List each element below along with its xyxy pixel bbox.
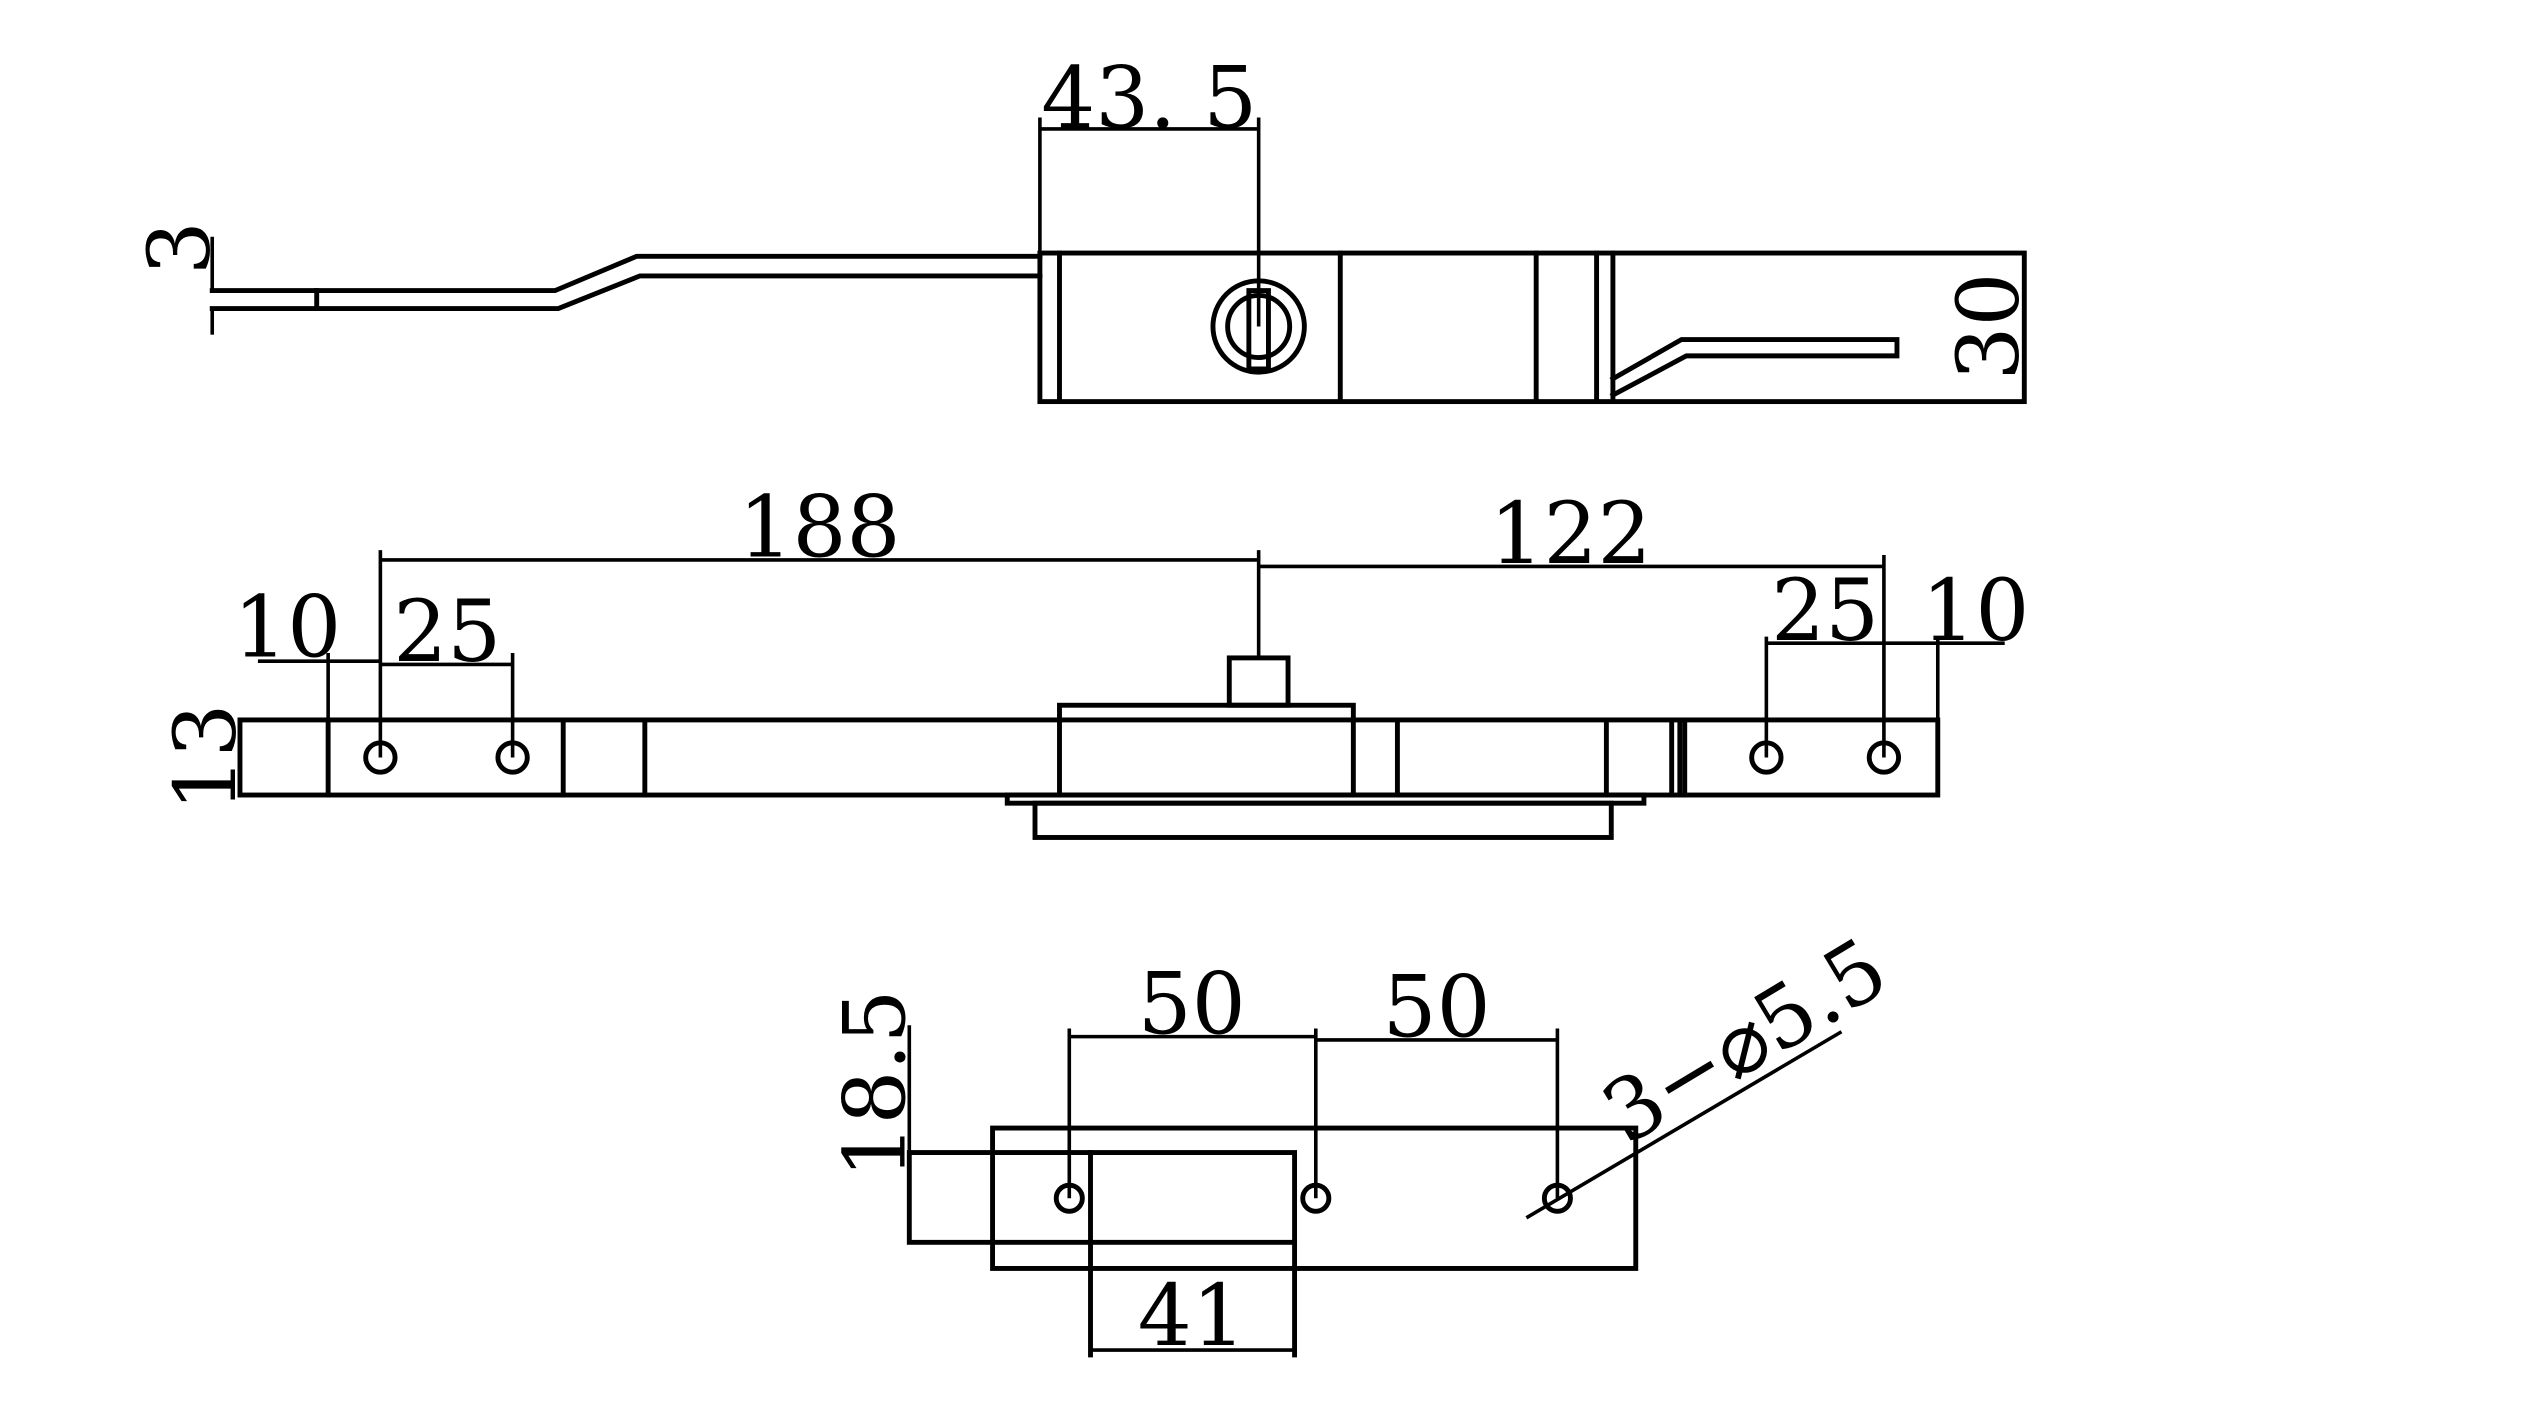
dim-18-5: 18.5 [826,989,925,1178]
side-view: 188 122 10 25 13 25 10 [157,479,2029,840]
dim-30: 30 [1940,272,2039,380]
dim-25-left: 25 [393,583,501,682]
dim-41: 41 [1138,1267,1246,1366]
dim-43-5: 43. 5 [1041,49,1257,148]
dim-122: 122 [1489,485,1651,584]
dim-50-left: 50 [1138,955,1246,1054]
top-tongue [1609,337,1900,399]
dim-holes: 3−⌀5.5 [1586,919,1904,1164]
dim-10-left: 10 [233,578,341,677]
side-lock-cylinder [1226,655,1291,708]
dim-3: 3 [131,221,230,275]
top-housing [1037,250,2027,405]
dim-13: 13 [157,703,256,811]
bottom-view: 50 50 18.5 41 3−⌀5.5 [826,919,1904,1366]
top-rod-lower-edge [209,273,1043,311]
bottom-slot [906,1150,1298,1245]
top-view: 43. 5 3 30 [131,49,2039,405]
hole-leader [1525,1030,1843,1220]
side-base-plate [1032,800,1614,840]
dim-10-right: 10 [1921,562,2029,661]
dim-188: 188 [739,479,901,578]
dim-25-right: 25 [1771,562,1879,661]
dim-50-right: 50 [1383,959,1491,1058]
top-rod-upper-edge [209,253,1043,294]
